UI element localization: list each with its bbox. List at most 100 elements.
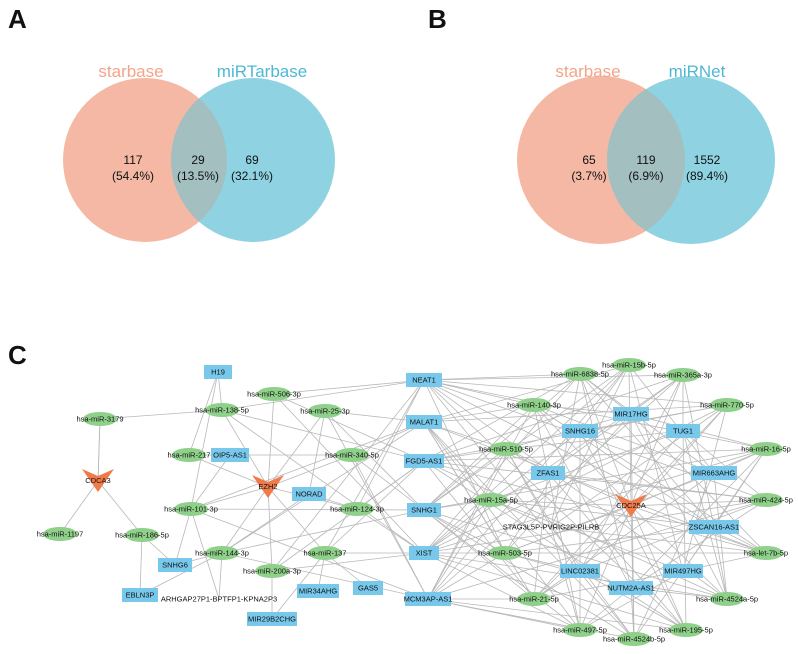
mirna-node-hsa-mir-195-5p <box>669 623 703 637</box>
network-edge <box>547 374 684 474</box>
network-edge <box>97 418 101 482</box>
lncrna-node-tug1 <box>666 424 700 438</box>
mirna-node-hsa-mir-186-5p <box>125 528 159 542</box>
lncrna-node-mir34ahg <box>297 584 339 598</box>
node-label-zfas1: ZFAS1 <box>537 469 560 478</box>
network-edge <box>188 371 219 456</box>
mirna-node-hsa-mir-124-3p <box>340 502 374 516</box>
network-edge <box>550 526 581 631</box>
mirna-node-hsa-mir-503-5p <box>488 546 522 560</box>
lncrna-node-oip5-as1 <box>211 448 249 462</box>
node-label-mir497hg: MIR497HG <box>664 567 702 576</box>
node-label-snhg1: SNHG1 <box>411 506 437 515</box>
node-label-hsa-mir-770-5p: hsa-miR-770-5p <box>700 401 754 410</box>
node-label-hsa-let-7b-5p: hsa-let-7b-5p <box>744 549 788 558</box>
mirna-node-hsa-mir-340-5p <box>335 448 369 462</box>
node-label-hsa-mir-3179: hsa-miR-3179 <box>76 415 123 424</box>
network-edge <box>273 393 425 462</box>
network-edge <box>423 509 728 600</box>
lncrna-node-neat1 <box>406 373 442 387</box>
mirna-node-hsa-mir-365a-3p <box>666 368 700 382</box>
lncrna-node-snhg6 <box>158 558 192 572</box>
network-edge <box>59 480 99 535</box>
venn-b-right-pct: (89.4%) <box>686 169 728 183</box>
node-label-snhg6: SNHG6 <box>162 561 188 570</box>
network-edge <box>505 448 581 572</box>
network-edge <box>423 364 630 511</box>
network-edge <box>190 371 219 510</box>
network-edge <box>579 374 684 572</box>
network-edge <box>579 373 715 474</box>
node-label-hsa-mir-510-5p: hsa-miR-510-5p <box>479 445 533 454</box>
node-label-snhg16: SNHG16 <box>565 427 595 436</box>
network-edge <box>682 404 728 572</box>
network-edge <box>579 404 728 432</box>
network-edge <box>504 430 581 554</box>
network-edge <box>579 373 632 589</box>
mirna-node-hsa-let-7b-5p <box>749 546 783 560</box>
network-edge <box>99 409 223 420</box>
network-edge <box>271 379 425 572</box>
venn-diagram-b: starbase miRNet 65 (3.7%) 119 (6.9%) 155… <box>517 62 775 244</box>
network-edge <box>423 509 581 631</box>
node-label-neat1: NEAT1 <box>412 376 436 385</box>
node-label-hsa-mir-144-3p: hsa-miR-144-3p <box>195 549 249 558</box>
node-label-zscan16-as1: ZSCAN16-AS1 <box>689 523 739 532</box>
node-label-hsa-mir-365a-3p: hsa-miR-365a-3p <box>654 371 712 380</box>
lncrna-node-mcm3ap-as1 <box>405 592 451 606</box>
node-label-hsa-mir-424-5p: hsa-miR-424-5p <box>739 496 793 505</box>
venn-a-right-title: miRTarbase <box>217 62 307 81</box>
lncrna-node-snhg1 <box>407 503 441 517</box>
network-edge <box>423 374 684 381</box>
node-label-malat1: MALAT1 <box>410 418 439 427</box>
network-edge <box>630 499 767 507</box>
network-edge <box>533 404 715 474</box>
network-edge <box>423 460 535 600</box>
network-edge <box>630 404 728 507</box>
network-edge <box>273 393 425 554</box>
mirna-node-hsa-mir-144-3p <box>205 546 239 560</box>
network-edge <box>423 404 535 511</box>
mirna-node-hsa-mir-3179 <box>83 412 117 426</box>
panel-b-label: B <box>428 4 447 34</box>
network-edge <box>427 552 506 600</box>
network-edge <box>423 379 728 406</box>
lncrna-node-zfas1 <box>531 466 565 480</box>
node-label-hsa-mir-101-3p: hsa-miR-101-3p <box>164 505 218 514</box>
network-edge <box>533 404 549 474</box>
node-label-hsa-mir-503-5p: hsa-miR-503-5p <box>478 549 532 558</box>
network-edge <box>427 499 492 600</box>
network-edge <box>267 486 326 554</box>
network-nodes: hsa-miR-3179hsa-miR-138-5phsa-miR-506-3p… <box>37 358 793 646</box>
mirna-node-hsa-mir-506-3p <box>257 387 291 401</box>
venn-b-mid-count: 119 <box>636 153 655 167</box>
lncrna-node-h19 <box>204 365 232 379</box>
node-label-mcm3ap-as1: MCM3AP-AS1 <box>404 595 453 604</box>
network-edge <box>423 499 492 554</box>
network-edge <box>423 421 492 501</box>
network-edge <box>423 421 535 600</box>
network-edge <box>504 526 715 554</box>
lncrna-node-ebln3p <box>122 588 158 602</box>
network-edge <box>423 379 728 600</box>
node-label-gas5: GAS5 <box>358 584 378 593</box>
venn-b-overlap <box>607 76 685 244</box>
network-edge <box>351 454 425 511</box>
venn-a-mid-pct: (13.5%) <box>177 169 219 183</box>
network-edge <box>579 373 715 528</box>
network-edge <box>324 379 425 554</box>
network-edges <box>59 364 767 640</box>
mirna-node-hsa-mir-25-3p <box>308 404 342 418</box>
network-edge <box>267 393 275 488</box>
network-edge <box>533 472 549 600</box>
network-edge <box>221 552 429 600</box>
network-edge <box>423 373 581 511</box>
network-edge <box>218 552 223 600</box>
network-edge <box>423 379 535 406</box>
network-edge <box>97 480 143 536</box>
network-edge <box>221 379 425 411</box>
network-edge <box>682 430 767 501</box>
network-edge <box>682 430 728 600</box>
network-edge <box>579 404 728 572</box>
network-edge <box>630 587 635 640</box>
